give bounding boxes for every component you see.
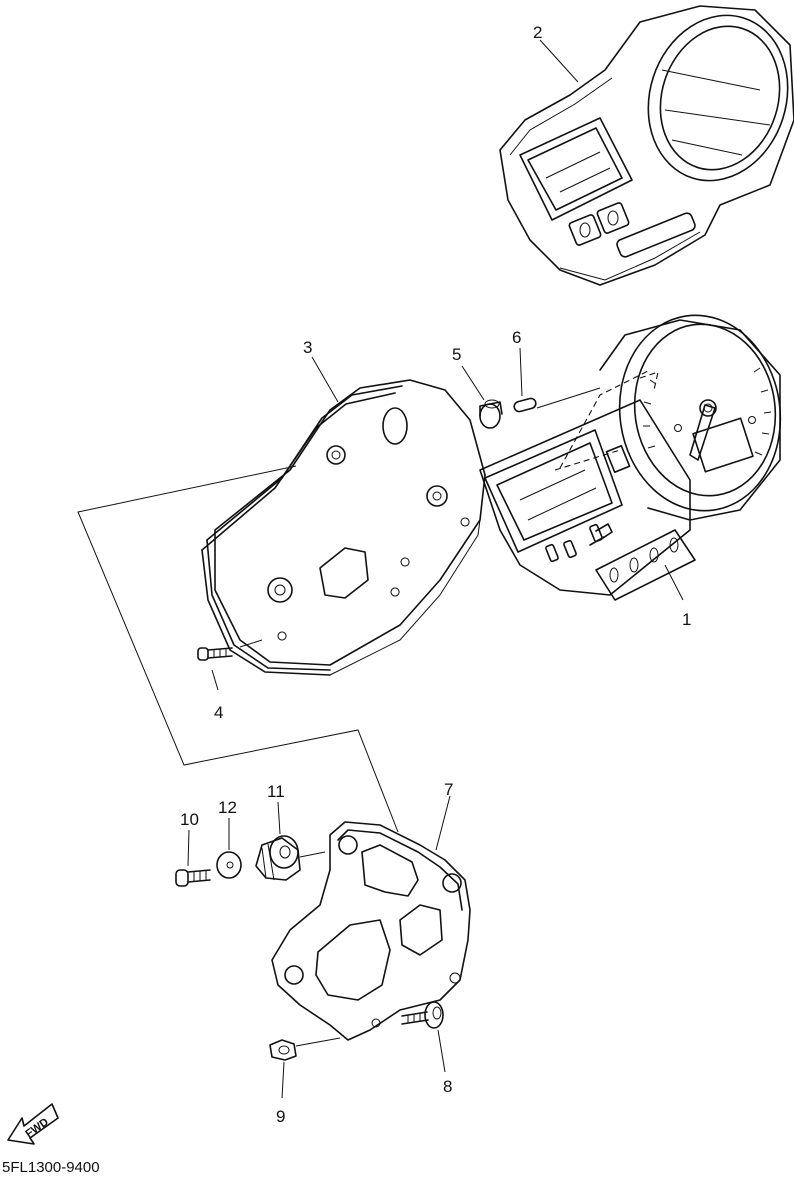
callout-11: 11: [267, 782, 285, 801]
callout-2: 2: [533, 23, 542, 42]
part-3-meter-case: [201, 356, 486, 676]
part-code: 5FL1300-9400: [2, 1159, 100, 1176]
callout-3: 3: [303, 338, 312, 357]
callout-12: 12: [218, 798, 237, 817]
callout-labels: 1 2 3 4 5 6 7 8 9 10 11 12: [180, 23, 691, 1126]
part-2-meter-cover: [499, 5, 794, 286]
part-4-screw: [197, 639, 263, 691]
part-5-grommet: [461, 365, 503, 429]
forward-label: FWD: [24, 1116, 51, 1140]
part-1-meter-assembly: [479, 314, 782, 601]
callout-10: 10: [180, 810, 199, 829]
part-8-bolt: [401, 1001, 446, 1073]
part-9-nut: [269, 1037, 341, 1099]
callout-8: 8: [443, 1077, 452, 1096]
callout-9: 9: [276, 1107, 285, 1126]
part-7-bracket: [271, 795, 471, 1041]
callout-4: 4: [214, 703, 223, 722]
part-6-bulb: [513, 347, 537, 413]
callout-6: 6: [512, 328, 521, 347]
forward-arrow-icon: FWD: [7, 1103, 59, 1145]
assembly-outline: [77, 465, 399, 833]
callout-5: 5: [452, 345, 461, 364]
part-12-washer: [216, 818, 242, 879]
callout-1: 1: [682, 610, 691, 629]
callout-7: 7: [444, 780, 453, 799]
part-11-damper: [255, 801, 301, 881]
part-10-bolt: [175, 829, 211, 887]
